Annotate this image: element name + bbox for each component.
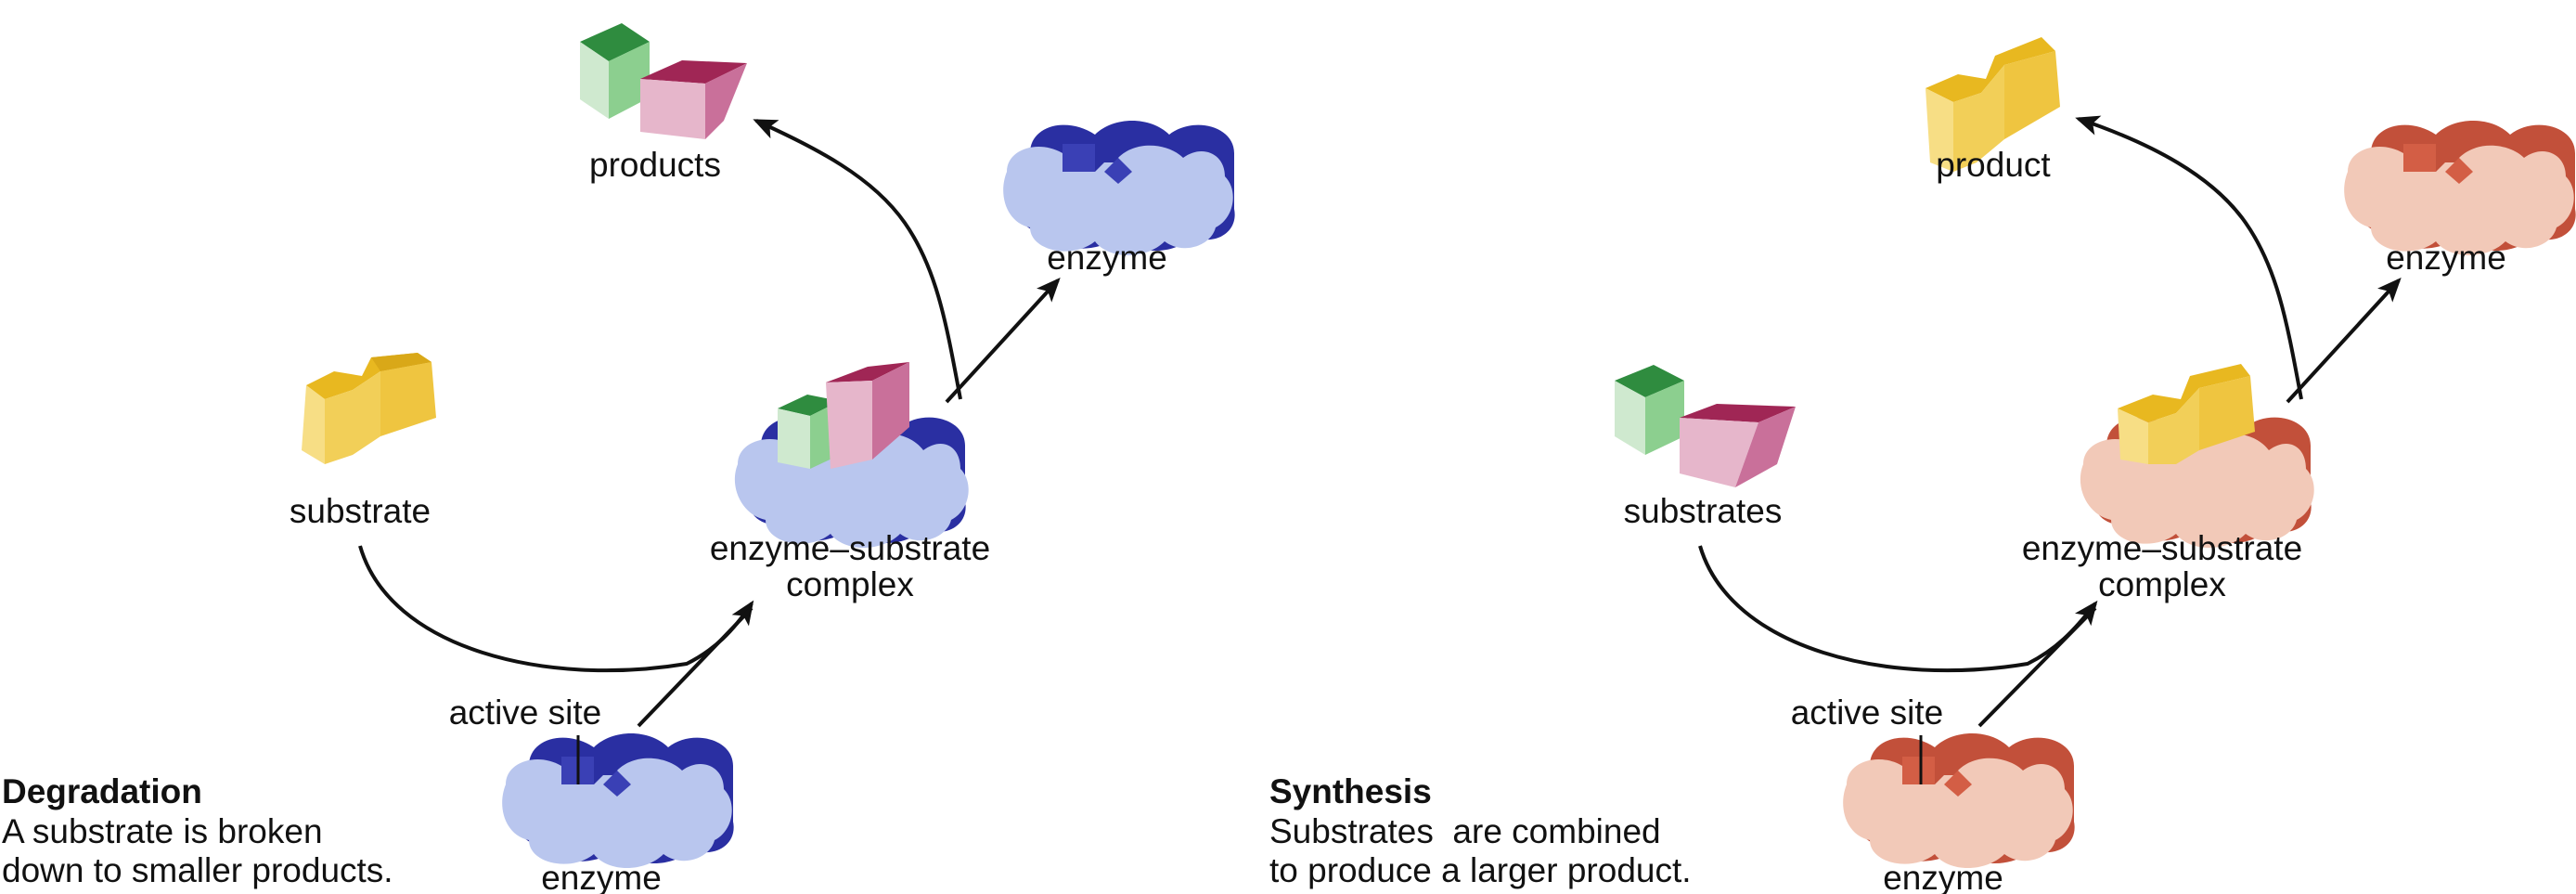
label-complex-line2-synthesis: complex — [2098, 565, 2226, 603]
enzyme-top-red — [2344, 121, 2576, 255]
synthesis-desc-line1: Substrates are combined — [1269, 812, 1661, 850]
complex-block-pink — [826, 362, 909, 469]
arrow-complex-to-enzyme-synthesis — [2286, 278, 2402, 404]
degradation-panel: products enzyme substrate — [2, 23, 1235, 894]
label-active-site: active site — [449, 693, 602, 732]
substrate-block-pink — [1680, 404, 1796, 487]
complex-block-yellow — [2118, 364, 2255, 464]
degradation-desc-line2: down to smaller products. — [2, 851, 393, 889]
product-block-yellow — [1926, 37, 2060, 172]
enzyme-top-blue — [1003, 121, 1235, 255]
label-product: product — [1936, 146, 2051, 184]
label-complex-line1-synthesis: enzyme–substrate — [2022, 529, 2302, 567]
label-active-site-synthesis: active site — [1791, 693, 1944, 732]
label-enzyme-bottom-synthesis: enzyme — [1883, 859, 2003, 894]
substrate-block-yellow — [302, 353, 436, 464]
degradation-title: Degradation — [2, 772, 202, 810]
label-enzyme-top: enzyme — [1047, 239, 1167, 277]
synthesis-desc-line2: to produce a larger product. — [1269, 851, 1692, 889]
synthesis-panel: product enzyme substrates — [1269, 37, 2576, 894]
arrow-enzyme-to-complex — [637, 606, 753, 728]
label-substrates: substrates — [1624, 492, 1783, 530]
label-substrate: substrate — [290, 492, 431, 530]
label-enzyme-top-synthesis: enzyme — [2386, 239, 2506, 277]
arrow-complex-to-products — [753, 119, 962, 400]
arrow-complex-to-enzyme — [945, 278, 1061, 404]
label-enzyme-bottom: enzyme — [541, 859, 662, 894]
arrow-enzyme-to-complex-synthesis — [1977, 606, 2097, 728]
product-block-pink — [640, 60, 747, 139]
degradation-desc-line1: A substrate is broken — [2, 812, 323, 850]
synthesis-title: Synthesis — [1269, 772, 1432, 810]
label-complex-line2: complex — [786, 565, 914, 603]
arrow-substrate-to-complex — [358, 545, 754, 673]
substrate-cube-green — [1615, 365, 1684, 455]
label-complex-line1: enzyme–substrate — [710, 529, 990, 567]
label-products: products — [589, 146, 721, 184]
product-cube-green — [580, 23, 650, 119]
enzyme-bottom-red — [1843, 733, 2075, 868]
enzyme-bottom-blue — [502, 733, 734, 868]
arrow-complex-to-product — [2075, 115, 2303, 400]
